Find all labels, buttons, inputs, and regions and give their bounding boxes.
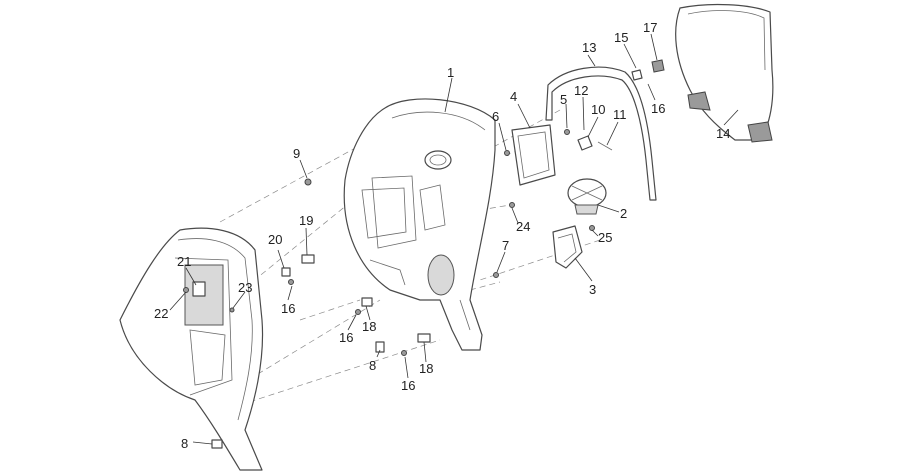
leader-lines xyxy=(169,33,739,445)
fasteners xyxy=(183,59,665,449)
label-21: 21 xyxy=(177,254,191,269)
label-15: 15 xyxy=(614,30,628,45)
label-23: 23 xyxy=(238,280,252,295)
label-8a: 8 xyxy=(181,436,188,451)
label-16d: 16 xyxy=(401,378,415,393)
label-4: 4 xyxy=(510,89,517,104)
cup-holder-part xyxy=(567,178,607,215)
label-16a: 16 xyxy=(651,101,665,116)
label-8b: 8 xyxy=(369,358,376,373)
glovebox-door-part xyxy=(511,124,556,186)
label-24: 24 xyxy=(516,219,530,234)
front-shield-part xyxy=(119,227,264,471)
label-12: 12 xyxy=(574,83,588,98)
inner-shield-part xyxy=(343,98,496,351)
label-10: 10 xyxy=(591,102,605,117)
back-cover-part xyxy=(675,3,774,143)
label-16b: 16 xyxy=(281,301,295,316)
label-13: 13 xyxy=(582,40,596,55)
label-18b: 18 xyxy=(419,361,433,376)
label-16c: 16 xyxy=(339,330,353,345)
label-2: 2 xyxy=(620,206,627,221)
bracket-part xyxy=(552,225,583,269)
seal-strip-part xyxy=(545,66,657,201)
label-6: 6 xyxy=(492,109,499,124)
label-3: 3 xyxy=(589,282,596,297)
label-25: 25 xyxy=(598,230,612,245)
label-20: 20 xyxy=(268,232,282,247)
label-1: 1 xyxy=(447,65,454,80)
label-7: 7 xyxy=(502,238,509,253)
label-18a: 18 xyxy=(362,319,376,334)
callout-labels: 1 2 3 4 5 6 7 8 8 9 10 11 12 13 14 15 16… xyxy=(154,20,730,451)
label-14: 14 xyxy=(716,126,730,141)
label-19: 19 xyxy=(299,213,313,228)
label-17: 17 xyxy=(643,20,657,35)
label-9: 9 xyxy=(293,146,300,161)
label-22: 22 xyxy=(154,306,168,321)
label-11: 11 xyxy=(613,107,627,122)
label-5: 5 xyxy=(560,92,567,107)
